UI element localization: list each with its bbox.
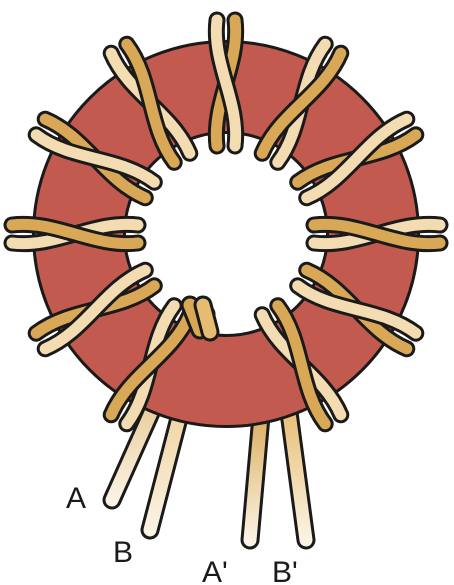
toroid-core: [79, 87, 373, 381]
label-lead-a-prime: A': [202, 556, 228, 585]
label-lead-b: B: [113, 536, 133, 569]
inner-lead-stubs: [190, 305, 210, 332]
label-lead-b-prime: B': [272, 556, 298, 585]
label-lead-a: A: [66, 482, 86, 515]
